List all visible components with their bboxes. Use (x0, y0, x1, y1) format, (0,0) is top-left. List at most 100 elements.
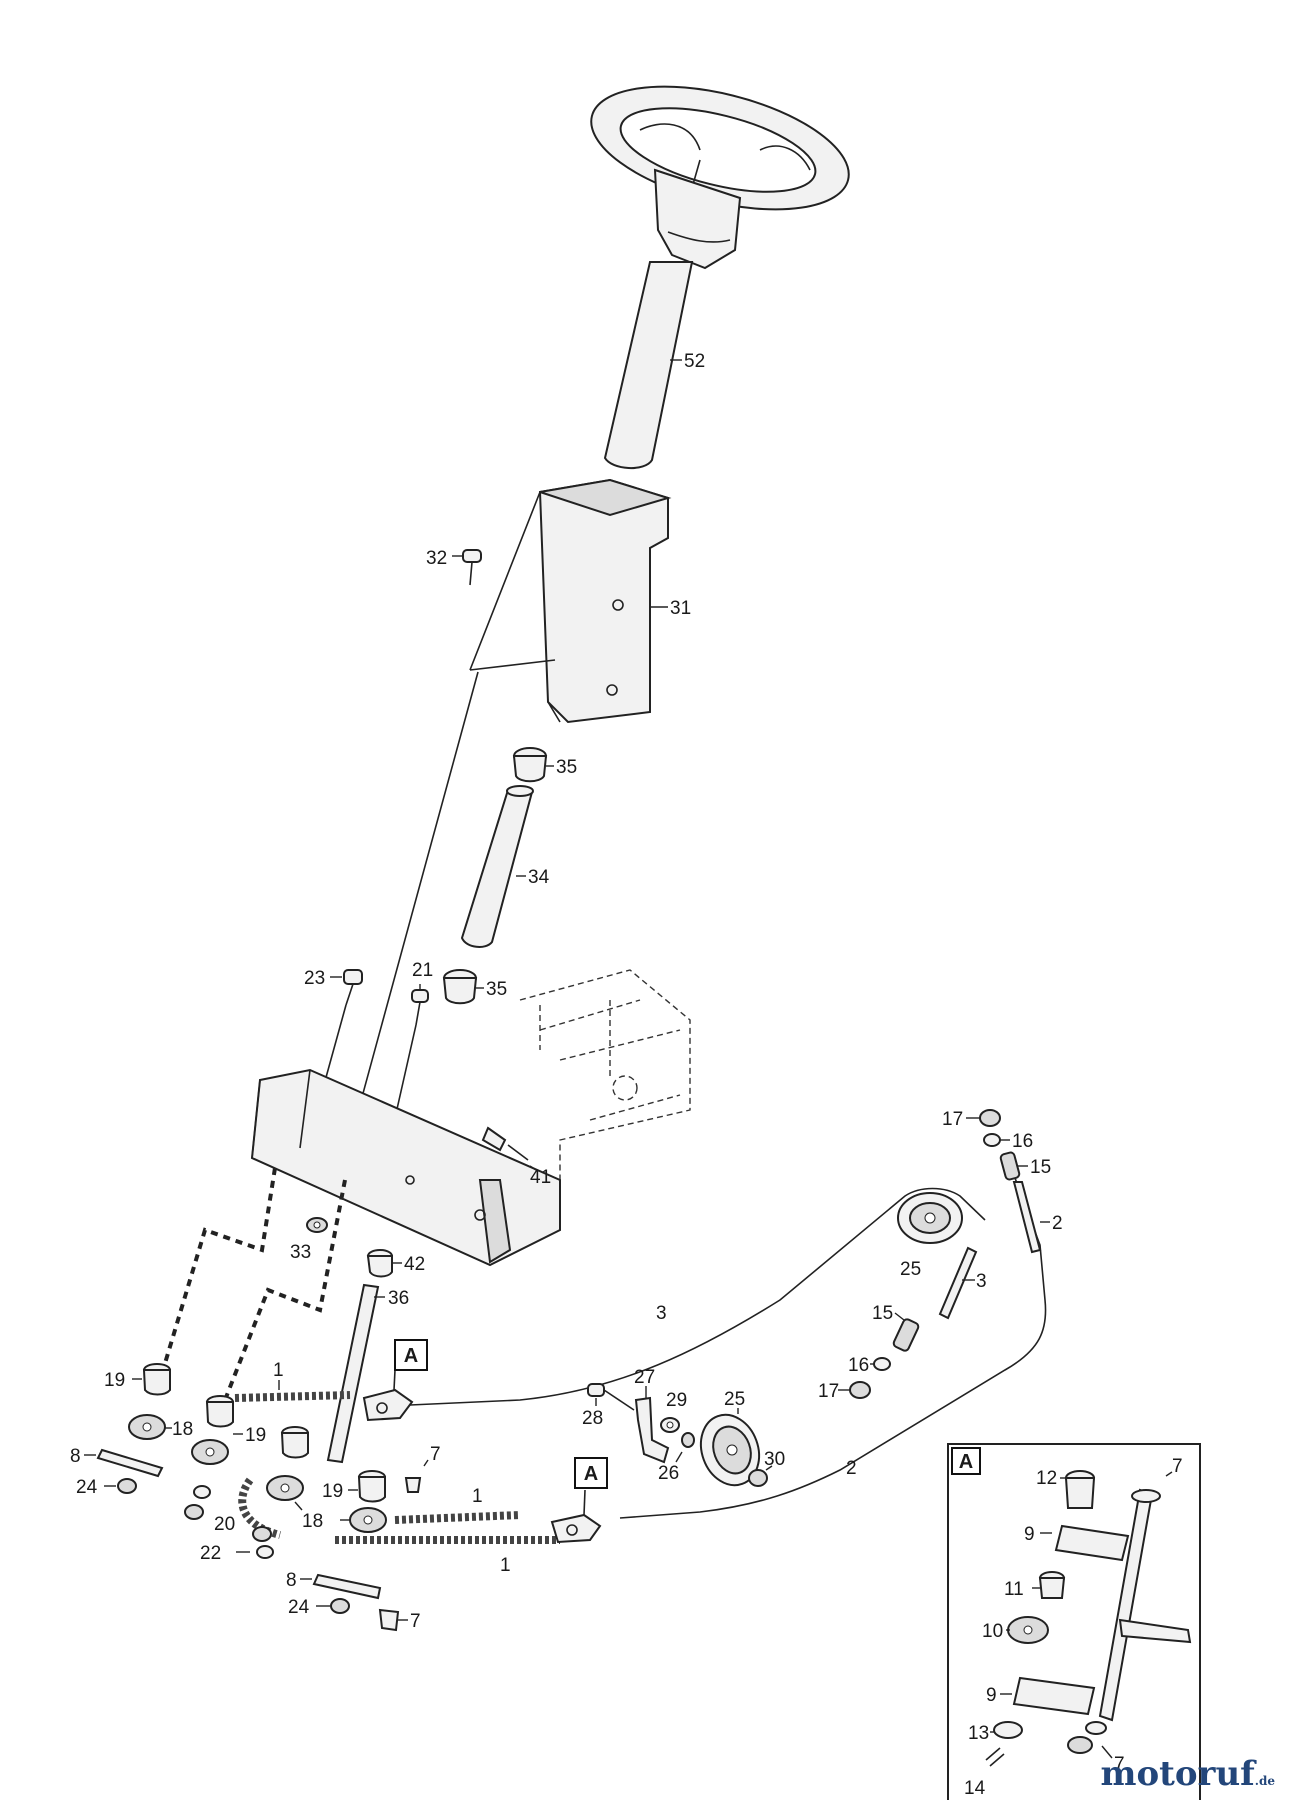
inset-detail-a: A (947, 1443, 1201, 1800)
nut-17-lower (838, 1381, 871, 1399)
column-bracket-31 (469, 478, 672, 724)
detail-marker-label: A (404, 1345, 418, 1367)
inset-label: A (959, 1451, 973, 1473)
dashed-link-middle (223, 1179, 347, 1401)
washer-16-upper (983, 1133, 1010, 1147)
callout-30: 30 (764, 1449, 785, 1470)
bushing-42 (366, 1249, 402, 1278)
spring-15-lower (892, 1312, 920, 1352)
callout-2-lower: 2 (846, 1458, 857, 1479)
cable-end-2 (1012, 1181, 1042, 1254)
callout-36: 36 (388, 1288, 409, 1309)
inset-callout-7-lower: 7 (1114, 1754, 1125, 1775)
callout-3-cable: 3 (656, 1303, 667, 1324)
bolt-23 (316, 969, 363, 1111)
callout-22: 22 (200, 1543, 221, 1564)
callout-26: 26 (658, 1463, 679, 1484)
callout-1-lower: 1 (500, 1555, 511, 1576)
dashed-link-left (161, 1167, 277, 1371)
bolt-21 (389, 984, 429, 1141)
pin-7-lower (378, 1608, 408, 1632)
pulley-25-lower (699, 1408, 761, 1487)
cable-2 (619, 1169, 1047, 1519)
detail-marker-label: A (584, 1463, 598, 1485)
callout-21: 21 (412, 960, 433, 981)
callout-7-lower: 7 (410, 1611, 421, 1632)
callout-8-a: 8 (70, 1446, 81, 1467)
callout-15-lower: 15 (872, 1303, 893, 1324)
pulley-25-upper (897, 1192, 963, 1244)
detail-marker-a-lower: A (574, 1457, 608, 1489)
callout-31: 31 (670, 598, 691, 619)
callout-27: 27 (634, 1367, 655, 1388)
spring-15-upper (999, 1151, 1028, 1181)
bolt-41 (481, 1126, 537, 1171)
cable-3 (409, 1187, 986, 1406)
bushing-19-d (348, 1470, 386, 1503)
callout-35-lower: 35 (486, 979, 507, 1000)
washer-20 (184, 1485, 211, 1520)
plate-8-b (300, 1573, 382, 1600)
inset-callout-12: 12 (1036, 1468, 1057, 1489)
callout-29: 29 (666, 1390, 687, 1411)
callout-33: 33 (290, 1242, 311, 1263)
watermark-brand: motoruf (1100, 1754, 1255, 1794)
callout-7-upper: 7 (430, 1444, 441, 1465)
bushing-19-b (205, 1395, 243, 1435)
tensioner-assembly-lower (550, 1489, 602, 1544)
callout-35-upper: 35 (556, 757, 577, 778)
sprocket-18-a (128, 1414, 172, 1440)
callout-19-a: 19 (104, 1370, 125, 1391)
callout-34: 34 (528, 867, 550, 888)
steering-wheel (590, 85, 850, 270)
watermark-logo: motoruf.de (1101, 1754, 1276, 1794)
sprocket-18-b (191, 1439, 229, 1465)
callout-18-a: 18 (172, 1419, 193, 1440)
sprocket-18-c (266, 1475, 304, 1511)
chain-1-upper (234, 1391, 351, 1402)
callout-32: 32 (426, 548, 447, 569)
tensioner-assembly-upper (362, 1369, 414, 1422)
cross-member (250, 1068, 561, 1267)
inset-callout-9-lower: 9 (986, 1685, 997, 1706)
callout-41: 41 (530, 1167, 551, 1188)
inset-callout-13: 13 (968, 1723, 989, 1744)
callout-labels: 52 32 31 35 34 23 21 35 41 33 42 36 17 1… (70, 351, 1183, 1799)
bushing-35-lower (442, 969, 484, 1005)
bushing-19-a (132, 1363, 171, 1396)
nut-22 (236, 1526, 274, 1559)
shaft-36 (326, 1283, 385, 1464)
callout-16-lower: 16 (848, 1355, 869, 1376)
spacer-26 (675, 1432, 695, 1463)
callout-1-middle: 1 (472, 1486, 483, 1507)
washer-29 (660, 1417, 680, 1433)
callout-2-upper: 2 (1052, 1213, 1063, 1234)
callout-23: 23 (304, 968, 325, 989)
callout-16-upper: 16 (1012, 1131, 1033, 1152)
callout-15-upper: 15 (1030, 1157, 1051, 1178)
steering-column-52 (603, 261, 694, 469)
detail-marker-a-upper: A (394, 1339, 428, 1371)
inset-callout-10: 10 (982, 1621, 1003, 1642)
bolt-32 (452, 549, 482, 586)
pin-7-upper (404, 1459, 429, 1493)
nut-30 (748, 1465, 773, 1487)
sprocket-18-d (340, 1507, 387, 1533)
nut-17-upper (966, 1109, 1001, 1127)
callout-24-b: 24 (288, 1597, 310, 1618)
callout-25-lower: 25 (724, 1389, 745, 1410)
washer-16-lower (870, 1357, 891, 1371)
inset-callout-11: 11 (1004, 1579, 1024, 1600)
callout-42: 42 (404, 1254, 425, 1275)
callout-8-b: 8 (286, 1570, 297, 1591)
callout-25-upper: 25 (900, 1259, 921, 1280)
nut-24-b (316, 1598, 350, 1614)
bolt-28 (587, 1383, 635, 1411)
inset-callout-7-upper: 7 (1172, 1456, 1183, 1477)
cable-end-3 (938, 1246, 978, 1320)
callout-3-right: 3 (976, 1271, 987, 1292)
inset-callout-9-upper: 9 (1024, 1524, 1035, 1545)
bushing-19-c (280, 1426, 309, 1459)
callout-19-b: 19 (245, 1425, 266, 1446)
